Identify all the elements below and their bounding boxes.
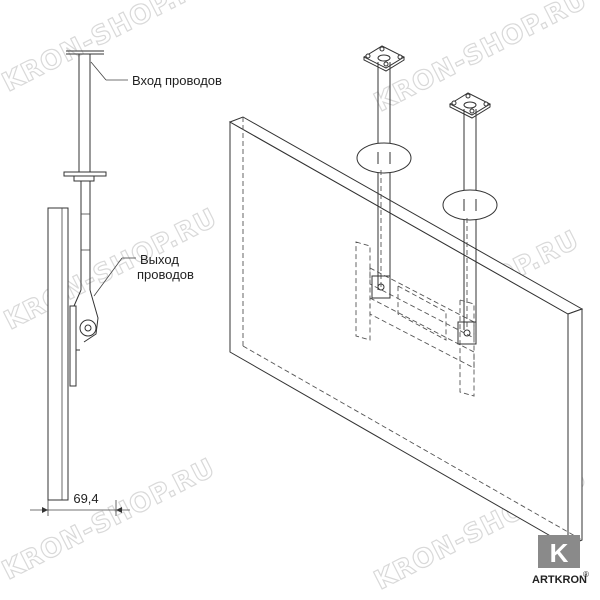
brand-name: ARTKRON — [532, 574, 587, 586]
reg-mark: ® — [583, 570, 589, 579]
logo-letter: K — [550, 538, 569, 568]
label-wire-exit-2: проводов — [137, 267, 194, 282]
logo-badge — [538, 535, 580, 568]
ceiling-pole-2 — [442, 92, 498, 330]
dimension-label: 69,4 — [73, 491, 98, 506]
watermark: KRON-SHOP.RU — [0, 453, 220, 586]
ceiling-pole-1 — [356, 45, 412, 290]
mounting-bracket — [355, 241, 477, 397]
label-wire-exit-1: Выход — [140, 252, 179, 267]
cable-cover-disc — [442, 189, 498, 221]
leader-wire-exit — [93, 257, 123, 297]
side-view: 69,4 Вход проводов Выход проводов — [30, 50, 222, 516]
tube-clamp — [63, 171, 107, 177]
cable-cover-disc — [356, 142, 412, 174]
artkron-logo: K ARTKRON ® — [532, 535, 589, 586]
isometric-view — [228, 45, 584, 547]
label-wire-entry: Вход проводов — [132, 73, 222, 88]
tv-panel — [229, 121, 569, 547]
tv-side-profile — [47, 207, 69, 501]
